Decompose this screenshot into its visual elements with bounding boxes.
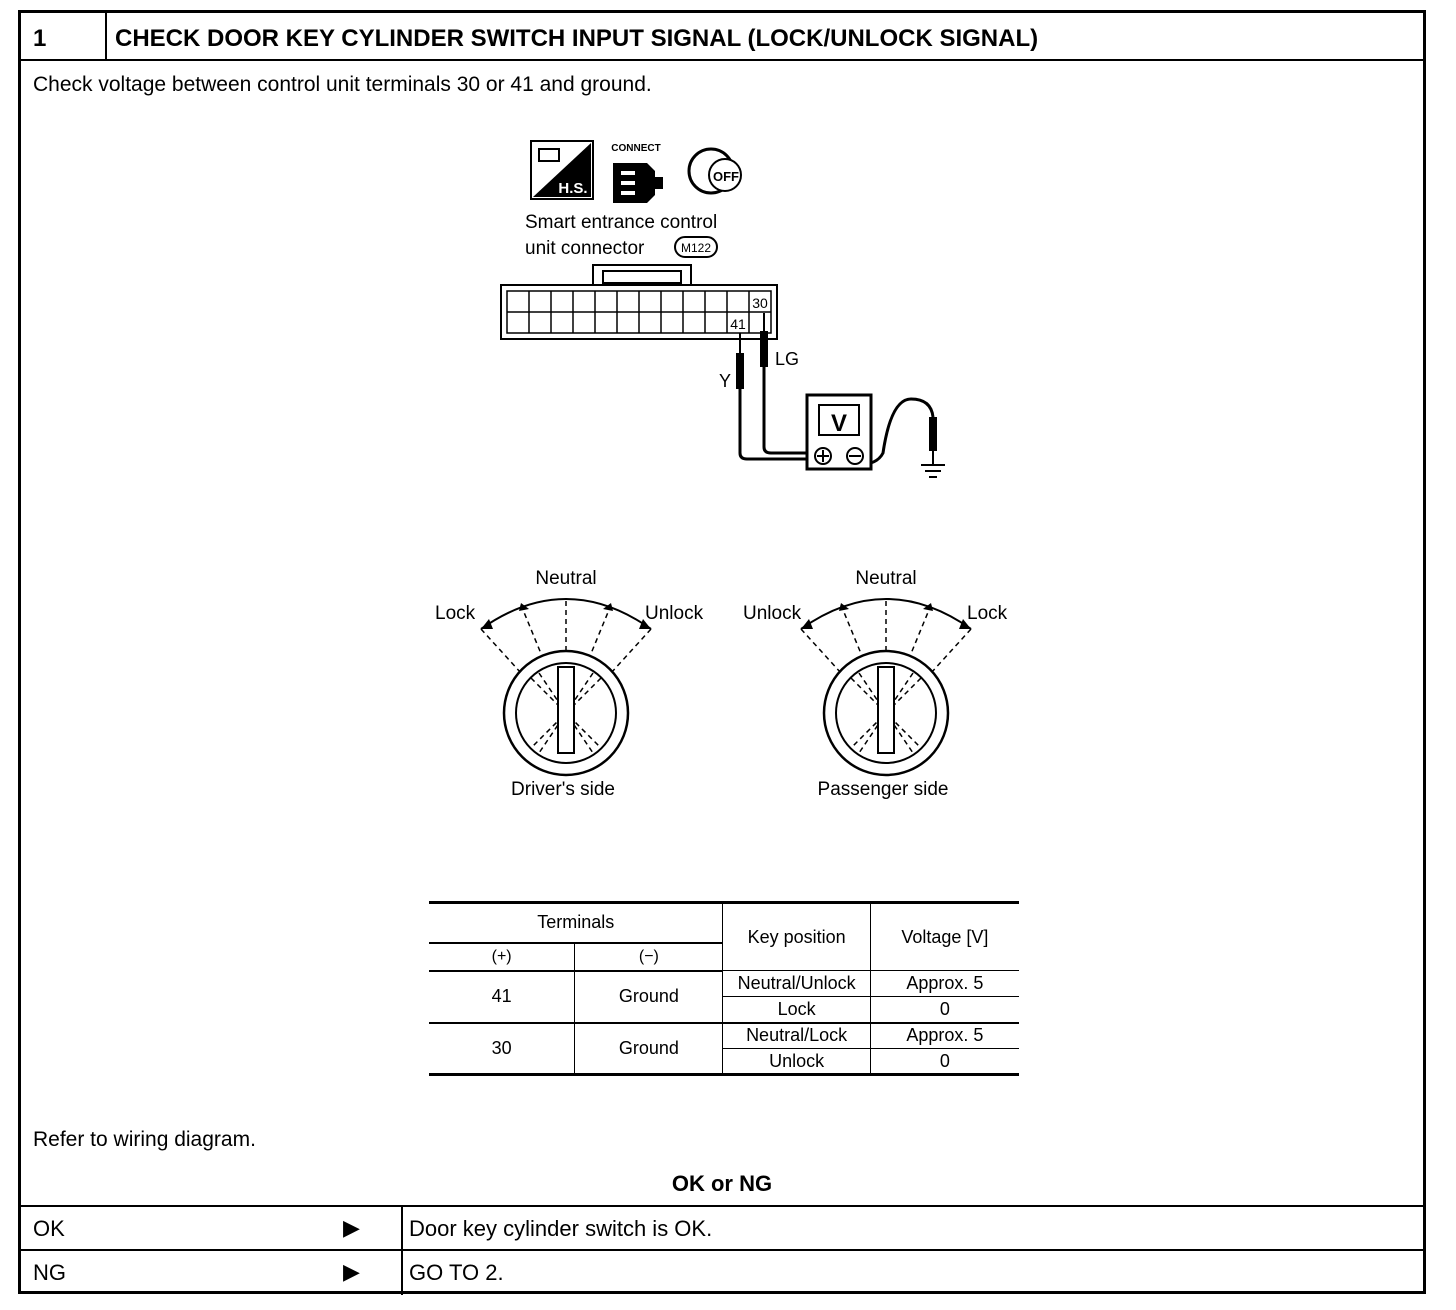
result-divider <box>401 1207 403 1251</box>
off-label: OFF <box>713 169 739 184</box>
refer-text: Refer to wiring diagram. <box>33 1128 256 1151</box>
result-ok-key: OK <box>33 1216 65 1241</box>
wire-y-label: Y <box>719 371 731 391</box>
row2-plus: 30 <box>429 1022 576 1076</box>
measurement-diagram: H.S. CONNECT OFF Smart entrance control … <box>435 140 1008 800</box>
terminals-header: Terminals <box>429 901 724 944</box>
header-divider <box>105 13 107 59</box>
result-ng-key: NG <box>33 1260 66 1285</box>
row2b-voltage: 0 <box>869 1048 1019 1076</box>
arrow-right-icon: ▶ <box>343 1215 360 1240</box>
row1b-key: Lock <box>722 996 871 1024</box>
result-ok-value: Door key cylinder switch is OK. <box>409 1216 713 1241</box>
passenger-side-caption: Passenger side <box>818 779 949 800</box>
result-row-ng: NG ▶ GO TO 2. <box>21 1249 1423 1295</box>
voltmeter <box>805 393 873 471</box>
connector-id-badge <box>674 236 718 258</box>
connector-caption-line2: unit connector <box>525 238 645 259</box>
hs-icon: H.S. <box>530 140 594 200</box>
driver-side-caption: Driver's side <box>511 779 615 800</box>
voltage-table: Terminals Key position Voltage [V] (+) (… <box>429 901 1019 1076</box>
key-position-header: Key position <box>722 901 871 971</box>
passenger-lock-label: Lock <box>967 603 1008 624</box>
plus-header: (+) <box>429 942 576 972</box>
wire-lg-label: LG <box>775 349 799 369</box>
row2a-voltage: Approx. 5 <box>869 1022 1019 1049</box>
instruction-text: Check voltage between control unit termi… <box>33 73 652 96</box>
row2b-key: Unlock <box>722 1048 871 1076</box>
step-title: CHECK DOOR KEY CYLINDER SWITCH INPUT SIG… <box>115 25 1039 52</box>
voltmeter-label: V <box>831 410 847 437</box>
passenger-neutral-label: Neutral <box>855 568 916 589</box>
connector-caption-line1: Smart entrance control <box>525 212 717 233</box>
result-row-ok: OK ▶ Door key cylinder switch is OK. <box>21 1205 1423 1251</box>
row1-minus: Ground <box>574 970 724 1024</box>
row2a-key: Neutral/Lock <box>722 1022 871 1049</box>
ok-or-ng-heading: OK or NG <box>671 1171 773 1196</box>
connector-id: M122 <box>681 241 711 255</box>
passenger-unlock-label: Unlock <box>743 603 802 624</box>
result-ng-value: GO TO 2. <box>409 1260 504 1285</box>
hs-label: H.S. <box>558 180 587 197</box>
row2-minus: Ground <box>574 1022 724 1076</box>
pin-30-label: 30 <box>752 295 768 311</box>
arrow-right-icon: ▶ <box>343 1259 360 1284</box>
key-off-icon: OFF <box>687 147 742 195</box>
connector-body <box>500 264 778 340</box>
row1a-key: Neutral/Unlock <box>722 970 871 997</box>
result-divider <box>401 1251 403 1295</box>
row1b-voltage: 0 <box>869 996 1019 1024</box>
minus-header: (−) <box>574 942 724 972</box>
procedure-frame: 1 CHECK DOOR KEY CYLINDER SWITCH INPUT S… <box>18 10 1426 1295</box>
voltage-header: Voltage [V] <box>869 901 1019 971</box>
step-header: 1 CHECK DOOR KEY CYLINDER SWITCH INPUT S… <box>21 13 1423 61</box>
driver-neutral-label: Neutral <box>535 568 596 589</box>
probe-wires <box>736 313 945 478</box>
row1a-voltage: Approx. 5 <box>869 970 1019 997</box>
driver-lock-label: Lock <box>435 603 476 624</box>
passenger-key-cylinder <box>800 598 972 777</box>
row1-plus: 41 <box>429 970 576 1024</box>
step-number: 1 <box>33 25 47 52</box>
connect-label: CONNECT <box>611 143 660 154</box>
connect-icon: CONNECT <box>611 143 663 203</box>
driver-key-cylinder <box>480 598 652 777</box>
pin-41-label: 41 <box>730 316 746 332</box>
driver-unlock-label: Unlock <box>645 603 704 624</box>
